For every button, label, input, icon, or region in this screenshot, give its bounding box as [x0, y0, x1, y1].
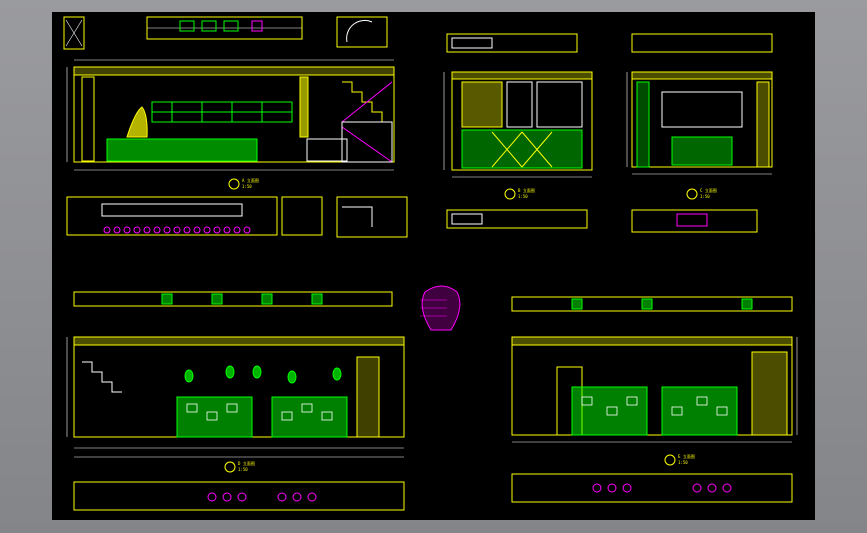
elevation-a: A 立面图 1:50 [63, 16, 408, 238]
elevation-e-scale-text: 1:50 [678, 460, 688, 465]
elevation-b: B 立面图 1:50 [443, 33, 593, 229]
elevation-a-body [73, 66, 395, 163]
elevation-d-title-text: D 立面图 [238, 460, 255, 466]
elevation-b-scale-text: 1:50 [518, 194, 528, 199]
elevation-a-title: A 立面图 1:50 [228, 177, 259, 190]
elevation-c-title-text: C 立面图 [700, 187, 717, 193]
elevation-a-plan-strip [63, 16, 388, 50]
elevation-d: D 立面图 1:50 [66, 285, 461, 511]
elevation-a-dimensions [66, 59, 394, 171]
elevation-c-scale-text: 1:50 [700, 194, 710, 199]
cad-drawing-sheet: A 立面图 1:50 [52, 12, 815, 520]
elevation-a-title-text: A 立面图 [242, 177, 259, 183]
elevation-c: C 立面图 1:50 [626, 33, 773, 233]
elevation-d-scale-text: 1:50 [238, 467, 248, 472]
elevation-b-title-text: B 立面图 [518, 187, 535, 193]
cad-drawing-canvas: A 立面图 1:50 [63, 16, 798, 511]
elevation-a-plan [66, 196, 408, 238]
elevation-e: E 立面图 1:50 [511, 296, 798, 503]
elevation-a-scale-text: 1:50 [242, 184, 252, 189]
elevation-e-title-text: E 立面图 [678, 453, 695, 459]
